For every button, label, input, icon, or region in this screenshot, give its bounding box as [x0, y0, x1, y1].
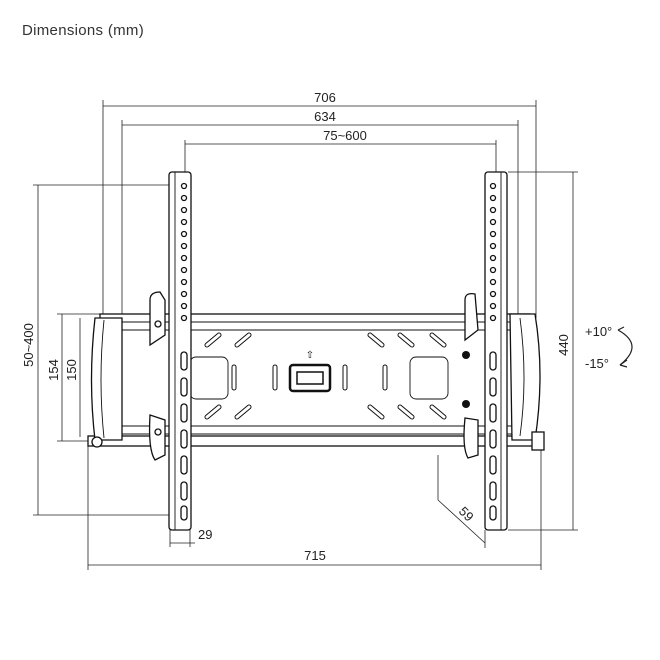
dimension-150-label: 150: [64, 359, 79, 381]
dimension-29-label: 29: [198, 527, 212, 542]
dimension-59: 59: [437, 455, 486, 548]
dimension-59-label: 59: [456, 504, 477, 525]
left-arm: [90, 291, 166, 461]
dimension-715: 715: [87, 445, 542, 570]
dimension-150: 150: [64, 318, 81, 437]
tilt-down-label: -15°: [585, 356, 609, 371]
right-rail: [484, 171, 508, 531]
dimension-vesa-horizontal: 75~600: [184, 128, 497, 180]
right-arm: [462, 292, 545, 459]
diagram-title: Dimensions (mm): [22, 22, 145, 39]
dimension-634: 634: [121, 109, 519, 316]
dimension-vesa-vertical: 50~400: [21, 184, 178, 516]
dimension-706-label: 706: [314, 90, 336, 105]
dimension-vesa-vertical-label: 50~400: [21, 323, 36, 367]
dimension-715-label: 715: [304, 548, 326, 563]
tilt-indicator: +10° -15°: [585, 324, 633, 371]
left-rail: [168, 171, 192, 531]
bubble-level: [288, 363, 332, 393]
dimension-440-label: 440: [556, 334, 571, 356]
dimension-634-label: 634: [314, 109, 336, 124]
tilt-arc-arrow-icon: [617, 329, 633, 366]
dimension-vesa-horizontal-label: 75~600: [323, 128, 367, 143]
dimension-706: 706: [102, 90, 537, 318]
dimension-440: 440: [508, 171, 578, 531]
tilt-up-label: +10°: [585, 324, 612, 339]
up-arrow-icon: ⇧: [306, 350, 314, 361]
dimension-154-label: 154: [46, 359, 61, 381]
